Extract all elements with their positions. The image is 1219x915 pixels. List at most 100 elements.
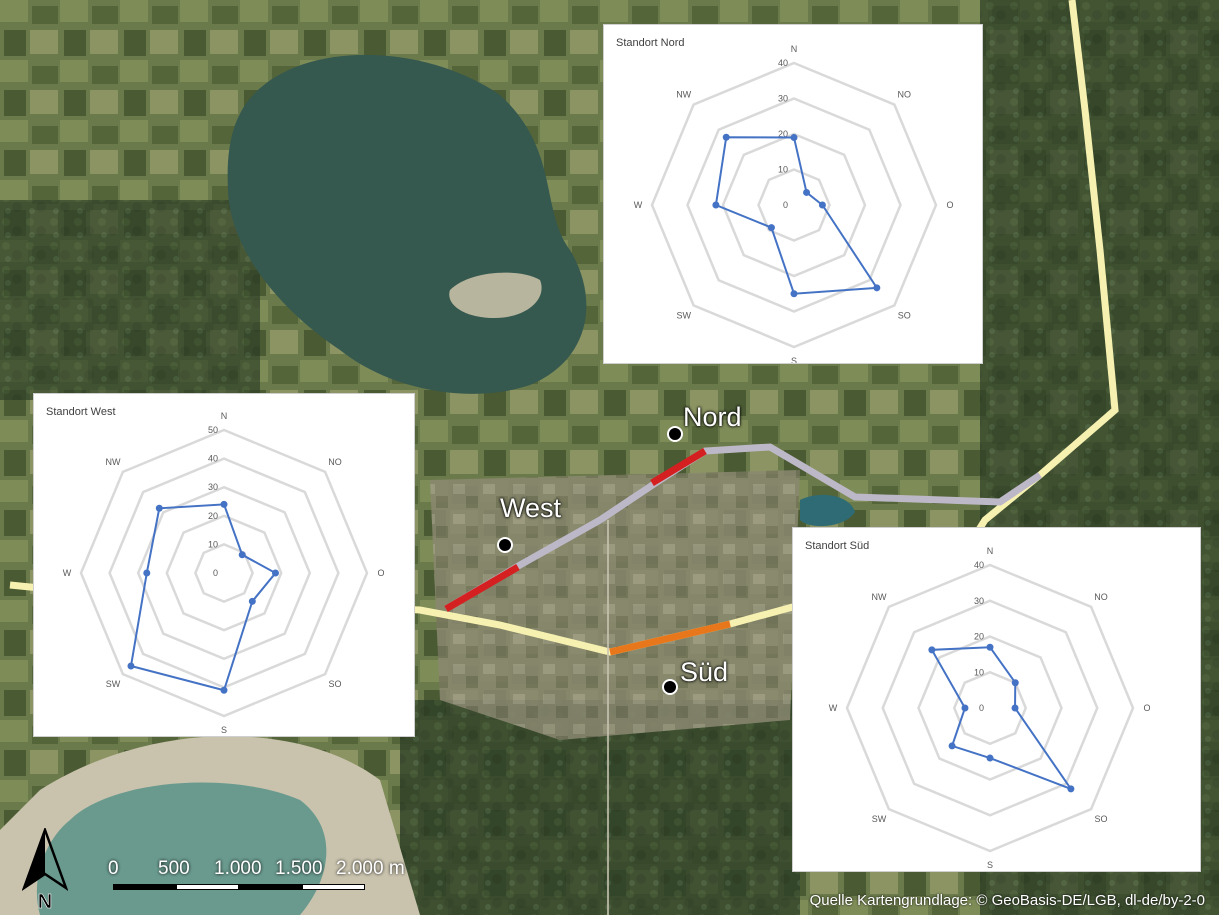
map-attribution: Quelle Kartengrundlage: © GeoBasis-DE/LG… [809,892,1205,909]
radar-point-w [143,569,151,577]
radar-point-nw [928,646,936,654]
radar-point-n [986,643,994,651]
radar-point-s [790,290,798,298]
radar-ring-sued-30 [881,599,1099,817]
radar-axis-label: SO [329,679,342,689]
radar-ring-west-10 [194,543,254,603]
radar-point-o [271,569,279,577]
lake-island [449,272,542,318]
radar-tick-label: 40 [778,58,788,68]
radar-ring-sued-20 [917,635,1063,781]
radar-axis-label: NW [105,457,120,467]
radar-tick-label: 0 [783,200,788,210]
radar-axis-label: N [791,44,798,54]
radar-tick-label: 30 [778,94,788,104]
north-arrow-half [24,830,45,888]
scale-segment-2 [176,884,239,890]
radar-title-sued: Standort Süd [805,540,870,552]
radar-tick-label: 20 [974,632,984,642]
radar-axis-label: W [829,703,838,713]
north-arrow-icon: N [22,828,68,910]
scale-label-2: 1.000 [214,858,262,879]
radar-ring-west-30 [136,485,312,661]
scale-segment-1 [113,884,176,890]
scale-segment-4 [302,884,365,890]
radar-axis-label: N [221,411,228,421]
radar-point-s [986,754,994,762]
radar-tick-label: 20 [208,511,218,521]
radar-axis-label: W [63,568,72,578]
radar-axis-label: SW [872,814,887,824]
radar-axis-label: SW [106,679,121,689]
radar-point-no [803,188,811,196]
radar-tick-label: 50 [208,425,218,435]
radar-tick-label: 30 [208,482,218,492]
radar-tick-label: 0 [979,703,984,713]
radar-axis-label: S [987,860,993,870]
site-marker-west[interactable] [497,537,513,553]
radar-tick-label: 10 [778,165,788,175]
radar-tick-label: 0 [213,568,218,578]
site-marker-sued[interactable] [662,679,678,695]
radar-title-nord: Standort Nord [616,37,685,49]
radar-point-nw [155,504,163,512]
scale-label-1: 500 [158,858,190,879]
radar-tick-label: 40 [208,454,218,464]
radar-point-sw [127,662,135,670]
radar-ring-sued-40 [845,563,1135,853]
radar-axis-label: O [1143,703,1150,713]
radar-axis-label: SW [676,310,691,320]
scale-bar: 0 500 1.000 1.500 2.000 m [108,858,405,890]
scale-label-4: 2.000 m [336,858,405,879]
radar-axis-label: NW [871,592,886,602]
radar-ring-west-20 [165,514,283,632]
radar-point-no [238,551,246,559]
radar-tick-label: 30 [974,596,984,606]
radar-tick-label: 10 [208,539,218,549]
radar-title-west: Standort West [46,406,116,418]
lake-southwest [36,782,327,915]
radar-point-o [1011,704,1019,712]
forest-area-west [0,200,260,400]
radar-tick-label: 20 [778,129,788,139]
radar-axis-label: N [987,546,994,556]
radar-axis-label: S [791,356,797,363]
radar-point-sw [767,224,775,232]
radar-axis-label: O [377,568,384,578]
radar-point-o [818,201,826,209]
scale-segment-3 [239,884,302,890]
radar-series-line-sued [930,646,1074,791]
radar-point-n [220,500,228,508]
site-label-sued: Süd [680,657,729,687]
radar-axis-label: NO [898,90,912,100]
radar-ring-sued-10 [952,670,1028,746]
radar-axis-label: S [221,725,227,735]
radar-point-sw [948,742,956,750]
line-red-west [444,563,520,613]
radar-series-line-west [129,503,278,692]
radar-point-w [961,704,969,712]
radar-axis-label: W [634,200,643,210]
radar-ring-nord-10 [757,168,831,242]
pond-east [800,494,855,527]
radar-point-n [790,134,798,142]
radar-axis-label: NO [1094,592,1108,602]
open-mine-area [430,470,800,740]
radar-point-so [248,597,256,605]
radar-ring-nord-40 [650,61,938,349]
radar-ring-nord-30 [686,97,902,313]
radar-point-so [1067,785,1075,793]
site-marker-nord[interactable] [667,426,683,442]
radar-axis-label: NW [676,90,691,100]
north-arrow-label: N [38,891,52,910]
site-label-west: West [500,493,562,523]
line-red-nord [650,448,707,486]
radar-point-w [712,201,720,209]
scale-label-3: 1.500 [275,858,323,879]
